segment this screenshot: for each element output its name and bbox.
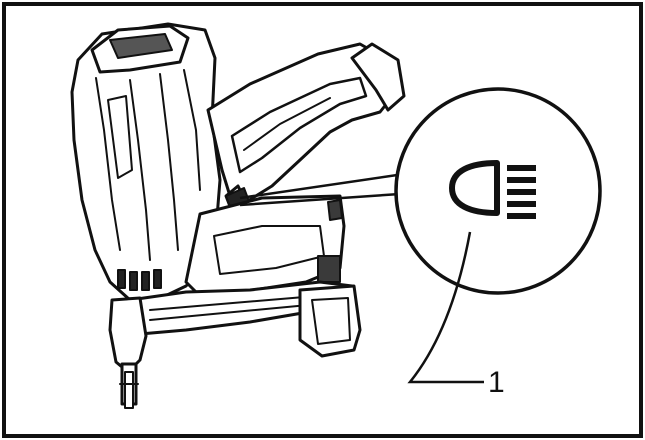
tool-top-grill [109,33,173,59]
tool-nose [108,296,148,374]
magnifier-leader-line [239,172,405,207]
callout-leader-line [407,231,484,384]
callout-number-1: 1 [488,366,505,399]
tool-vents [117,269,162,291]
tool-rear-latch [350,42,406,112]
nail-gun-tool [70,22,406,409]
light-indicator-icon [449,160,536,219]
